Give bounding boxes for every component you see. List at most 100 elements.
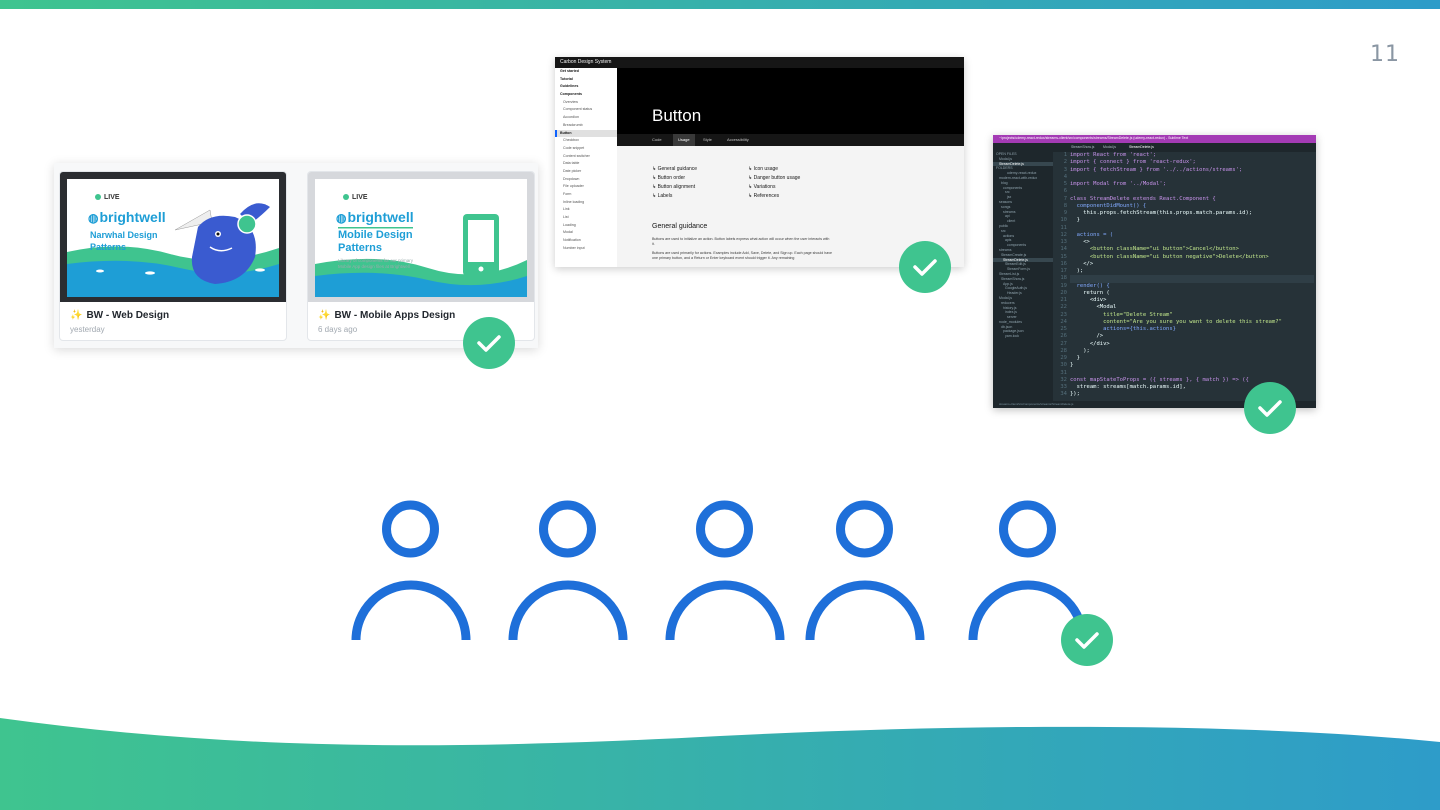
editor-tab-active[interactable]: StreamDelete.js [1129,145,1154,149]
code-line[interactable]: actions={this.actions} [1070,326,1176,332]
code-line[interactable]: const mapStateToProps = ({ streams }, { … [1070,376,1249,383]
file-tree-item[interactable]: modern-react-with-redux [999,175,1038,180]
file-tree-item[interactable]: OPEN FILES [996,152,1017,156]
sidebar-item[interactable]: Dropdown [563,176,580,181]
file-tree-item[interactable]: db.json [1001,324,1013,329]
editor-tab[interactable]: Modal.js [1103,145,1117,149]
sidebar-item[interactable]: Code snippet [563,145,585,150]
sidebar-item[interactable]: Link [563,207,570,212]
anchor-link[interactable]: ↳ Labels [652,193,673,199]
sidebar-item[interactable]: Overview [563,99,578,104]
tab-usage[interactable]: Usage [673,134,695,146]
file-tree-item[interactable]: components [1003,185,1023,190]
file-tree-item[interactable]: Modal.js [999,156,1013,161]
code-line[interactable]: }); [1070,391,1080,398]
code-line[interactable]: } [1070,362,1074,369]
file-tree-item[interactable]: reducers [1001,300,1015,305]
code-line[interactable] [1070,275,1314,283]
file-tree-item[interactable]: client [1007,219,1016,224]
code-line[interactable]: import { fetchStream } from '../../actio… [1070,166,1243,173]
sidebar-item[interactable]: Data table [563,161,580,166]
file-tree-item[interactable]: jsx [1007,195,1012,200]
anchor-link[interactable]: ↳ Button order [652,175,686,181]
code-line[interactable]: <> [1070,239,1090,245]
code-line[interactable]: import React from 'react'; [1070,152,1157,158]
sidebar-item[interactable]: Guidelines [560,84,579,89]
code-line[interactable]: <button className="ui button">Cancel</bu… [1070,246,1239,253]
code-line[interactable]: <Modal [1070,304,1117,311]
file-tree-item[interactable]: components [1007,243,1027,248]
sidebar-item[interactable]: Number input [563,245,585,250]
sidebar-item[interactable]: List [563,215,569,220]
design-card-web[interactable]: LIVE ◍brightwell Narwhal Design Patterns… [59,171,287,341]
code-line[interactable]: <button className="ui button negative">D… [1070,253,1269,260]
file-tree-item[interactable]: StreamEdit.js [1005,262,1026,267]
sidebar-item[interactable]: Accordion [563,115,579,120]
sidebar-item[interactable]: Breadcrumb [563,122,583,127]
anchor-link[interactable]: ↳ References [748,193,780,199]
sidebar-item[interactable]: Button [555,129,617,138]
sidebar-item[interactable]: Content switcher [563,153,590,158]
sidebar-item[interactable]: Checkbox [563,138,579,143]
code-line[interactable]: import { connect } from 'react-redux'; [1070,159,1196,166]
tab-code[interactable]: Code [652,137,662,142]
file-tree-item[interactable]: server [1007,315,1017,320]
file-tree-item[interactable]: src [1001,228,1006,233]
code-line[interactable]: stream: streams[match.params.id], [1070,384,1186,390]
code-line[interactable]: import Modal from '../Modal'; [1070,181,1167,187]
file-tree-item[interactable]: udemy-react-redux [1007,171,1037,176]
file-tree-item[interactable]: FOLDERS [996,166,1013,171]
sidebar-item[interactable]: Modal [563,230,573,235]
code-line[interactable]: ); [1070,268,1084,274]
code-line[interactable]: actions = ( [1070,231,1114,238]
anchor-link[interactable]: ↳ General guidance [652,166,698,172]
file-tree-item[interactable]: App.js [1003,281,1013,286]
code-line[interactable]: render() { [1070,282,1110,289]
file-tree-item[interactable]: streams [1003,209,1016,214]
tab-accessibility[interactable]: Accessibility [727,137,749,142]
file-tree-item[interactable]: public [999,223,1009,228]
file-tree-item[interactable]: StreamDelete.js [993,257,1053,263]
file-tree-item[interactable]: node_modules [999,319,1022,324]
tab-style[interactable]: Style [703,137,712,142]
sidebar-item[interactable]: Components [560,92,582,97]
code-line[interactable]: <div> [1070,297,1107,303]
sidebar-item[interactable]: Component status [563,107,593,112]
file-tree-item[interactable]: yarn.lock [1005,334,1020,339]
sidebar-item[interactable]: Loading [563,222,576,227]
file-tree-item[interactable]: streams [999,247,1012,252]
file-tree-item[interactable]: StreamList.js [999,271,1020,276]
file-tree-item[interactable]: history.js [1003,305,1017,310]
anchor-link[interactable]: ↳ Variations [748,184,776,190]
file-tree-item[interactable]: apis [1005,238,1012,243]
code-line[interactable]: this.props.fetchStream(this.props.match.… [1070,210,1253,216]
design-card-mobile[interactable]: LIVE ◍brightwell Mobile Design Patterns … [307,171,535,341]
code-line[interactable]: componentDidMount() { [1070,202,1147,209]
file-tree-item[interactable]: StreamForm.js [1007,267,1030,272]
code-line[interactable]: return ( [1070,289,1110,296]
file-tree-item[interactable]: blog [1001,180,1008,185]
editor-tab[interactable]: StreamShow.js [1071,145,1095,149]
file-tree-item[interactable]: StreamShow.js [1001,276,1025,281]
code-line[interactable]: } [1070,217,1080,224]
sidebar-item[interactable]: Date picker [563,168,582,173]
file-tree-item[interactable]: index.js [1005,310,1017,315]
code-line[interactable]: class StreamDelete extends React.Compone… [1070,195,1216,202]
anchor-link[interactable]: ↳ Danger button usage [748,175,801,181]
code-line[interactable]: content="Are you sure you want to delete… [1070,318,1282,325]
file-tree-item[interactable]: actions [1003,233,1015,238]
anchor-link[interactable]: ↳ Button alignment [652,184,696,190]
sidebar-item[interactable]: File uploader [563,184,584,189]
file-tree-item[interactable]: Header.js [1007,291,1022,296]
file-tree-item[interactable]: seasons [999,199,1013,204]
file-tree-item[interactable]: StreamDelete.js [993,161,1053,167]
code-line[interactable]: } [1070,355,1080,361]
sidebar-item[interactable]: Get started [560,69,579,73]
code-line[interactable]: ); [1070,347,1090,354]
file-tree-item[interactable]: Modal.js [999,295,1013,300]
code-line[interactable]: </> [1070,260,1094,267]
anchor-link[interactable]: ↳ Icon usage [748,166,779,172]
file-tree-item[interactable]: StreamCreate.js [1001,252,1027,257]
code-line[interactable]: title="Delete Stream" [1070,311,1173,318]
file-tree-item[interactable]: GoogleAuth.js [1005,286,1027,291]
